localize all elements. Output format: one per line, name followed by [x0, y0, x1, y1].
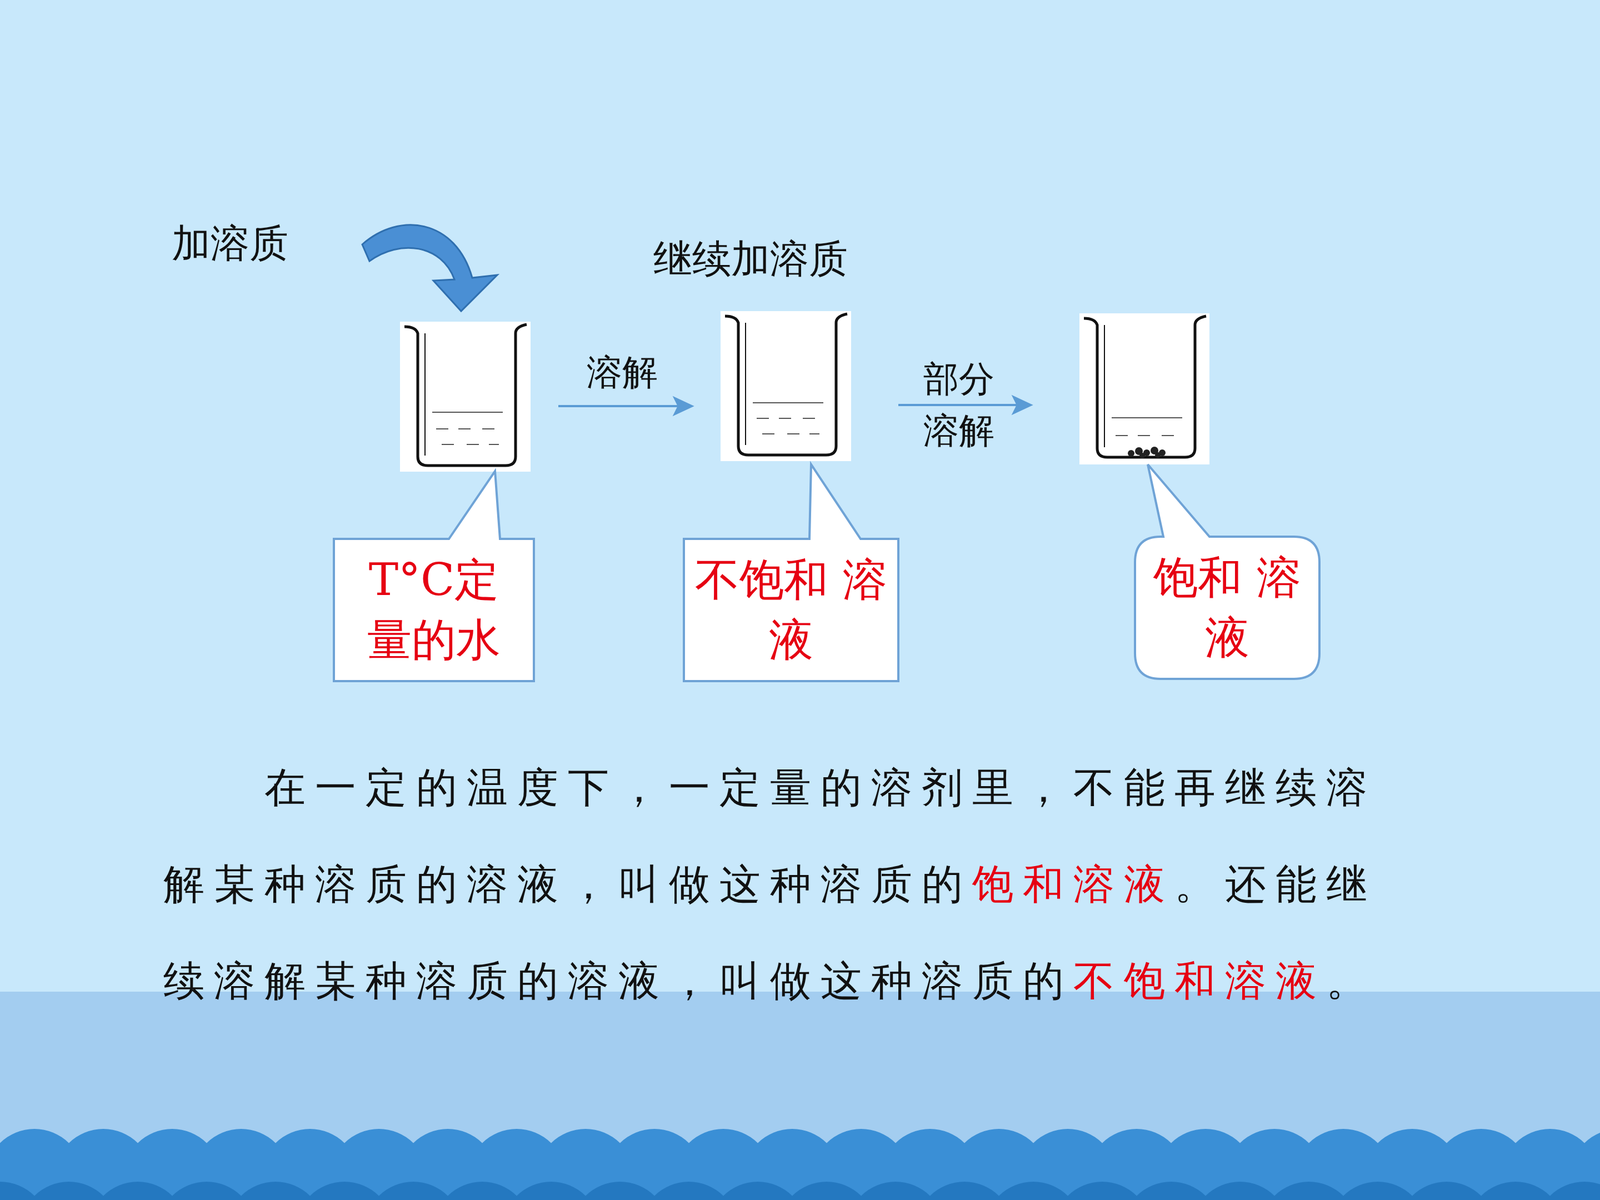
- beaker: [1079, 313, 1210, 465]
- key-term: 不饱和溶液: [1073, 956, 1327, 1005]
- callout-box: T°C定 量的水: [333, 538, 534, 682]
- callout-box: 饱和 溶液: [1135, 536, 1320, 679]
- callout-text: T°C定 量的水: [345, 550, 523, 670]
- key-term: 饱和溶液: [972, 860, 1175, 908]
- step-label: 加溶质: [171, 220, 289, 267]
- arrow-label: 部分 溶解: [923, 353, 1002, 457]
- definition-text: 。: [1326, 956, 1377, 1005]
- wave-row: [0, 1136, 1600, 1200]
- beaker: [720, 311, 852, 462]
- step-label: 继续加溶质: [653, 235, 848, 283]
- callout-outline: [1135, 464, 1320, 679]
- callout-text: 饱和 溶液: [1146, 547, 1309, 668]
- arrow-label: 溶解: [586, 351, 658, 394]
- callout-text-group: 不饱和 溶液: [695, 550, 888, 670]
- beaker: [400, 321, 531, 472]
- callout-outline: [683, 464, 899, 682]
- definition-paragraph: 在一定的温度下，一定量的溶剂里，不能再继续溶解某种溶质的溶液，叫做这种溶质的饱和…: [163, 738, 1392, 1029]
- callout-text: 不饱和 溶液: [695, 550, 888, 670]
- callout-text-group: T°C定 量的水: [345, 550, 523, 670]
- undissolved-solid: [1127, 446, 1166, 459]
- add-arrow: [362, 225, 498, 312]
- callout-text-group: 饱和 溶液: [1146, 547, 1309, 668]
- callout-outline: [333, 471, 534, 682]
- callout-box: 不饱和 溶液: [683, 538, 899, 682]
